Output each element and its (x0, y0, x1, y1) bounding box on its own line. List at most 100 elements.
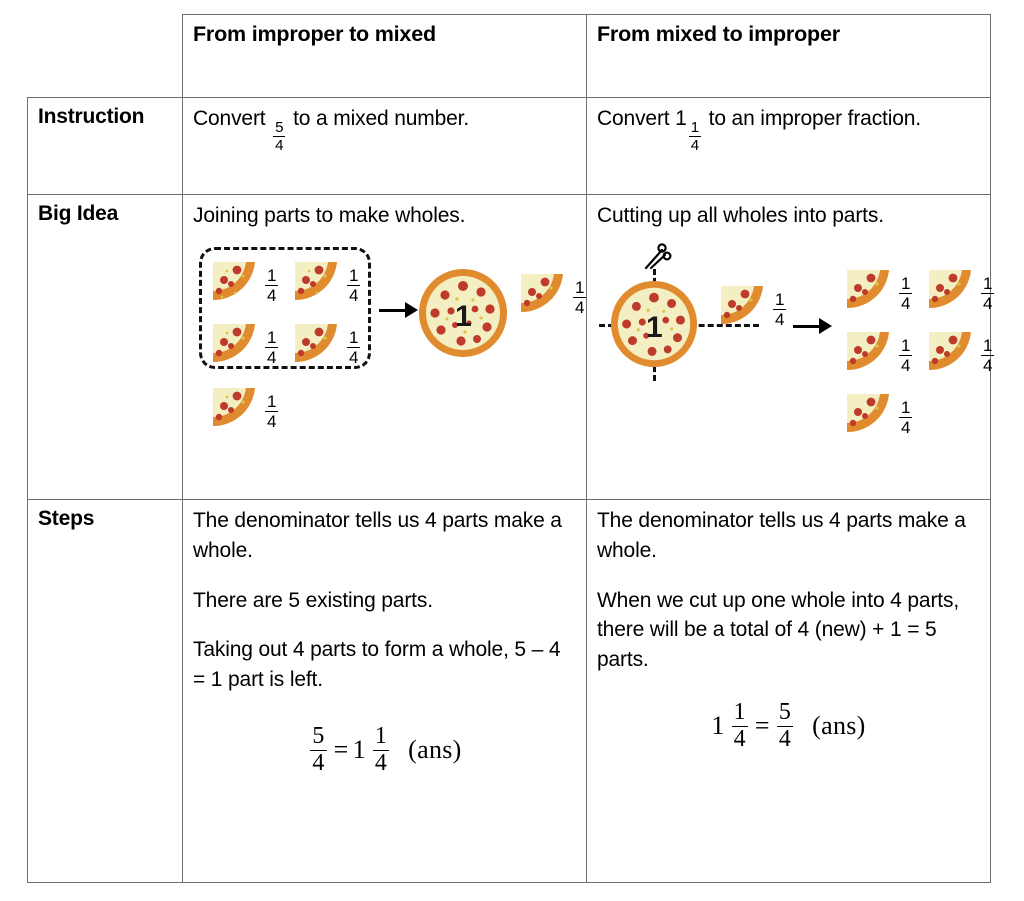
fraction-denominator: 4 (265, 347, 279, 368)
pizza-slice-icon (847, 393, 889, 432)
fraction-numerator: 1 (901, 274, 911, 294)
pizza-slice-result-5: 1 4 (845, 389, 914, 438)
table-header-row: From improper to mixed From mixed to imp… (27, 14, 991, 98)
slice-fraction: 1 4 (265, 393, 279, 430)
fraction-denominator: 4 (265, 285, 279, 306)
instruction-right-text-after: to an improper fraction. (708, 107, 921, 130)
slice-fraction: 1 4 (347, 329, 361, 368)
fraction-denominator: 4 (347, 347, 361, 368)
column-header-improper-to-mixed: From improper to mixed (182, 14, 587, 98)
right-arrow-icon (405, 301, 418, 318)
dashed-group-box (199, 246, 371, 369)
fraction-numerator: 1 (575, 278, 585, 298)
pizza-slice-group-4: 1 4 (293, 319, 362, 368)
diagram-mixed-to-improper: 1 (597, 243, 995, 448)
slice-fraction: 1 4 (899, 336, 913, 374)
whole-pizza-icon (419, 268, 507, 357)
table-row-big-idea: Big Idea Joining parts to make wholes. (27, 194, 995, 500)
pizza-slice-result-3: 1 4 (845, 327, 914, 374)
table-row-instruction: Instruction Convert 5 4 to a mixed numbe… (27, 97, 991, 195)
fraction-numerator: 1 (983, 274, 993, 294)
slice-fraction: 1 4 (899, 399, 913, 438)
table-row-steps: Steps The denominator tells us 4 parts m… (27, 499, 991, 883)
slice-label: 1 4 (897, 265, 914, 312)
pizza-slice-result-2: 1 4 (927, 265, 996, 314)
slice-fraction: 1 4 (265, 328, 279, 368)
pizza-slice-icon (521, 273, 563, 312)
pizza-slice-group-3: 1 4 (211, 319, 280, 368)
equation-lhs-fraction: 5 4 (310, 723, 327, 776)
corner-blank-cell (27, 14, 183, 98)
slice-label: 1 4 (979, 265, 996, 314)
whole-pizza-label: 1 (455, 299, 472, 333)
slice-fraction: 1 4 (265, 266, 279, 306)
whole-pizza-group: 1 (417, 267, 509, 359)
arrow-shaft (793, 324, 821, 328)
equation-annotation: (ans) (408, 735, 462, 765)
pizza-slice-icon (929, 269, 971, 308)
whole-pizza-group: 1 (609, 279, 699, 369)
fraction-numerator: 1 (267, 328, 277, 348)
fraction-numerator: 1 (267, 266, 277, 286)
slice-fraction: 1 4 (347, 266, 361, 306)
whole-pizza-icon (610, 280, 698, 367)
fraction-numerator: 1 (983, 336, 993, 356)
fraction-numerator: 1 (901, 336, 911, 356)
slice-label: 1 4 (897, 389, 914, 438)
pizza-slice-result: 1 4 (519, 269, 588, 316)
instruction-right-cell: Convert 1 1 4 to an improper fraction. (586, 97, 991, 195)
pizza-slice-icon (847, 269, 889, 308)
instruction-right-text-before: Convert (597, 107, 670, 130)
pizza-slice-result-4: 1 4 (927, 327, 996, 376)
instruction-right-fraction: 1 4 (688, 119, 701, 153)
fraction-denominator: 4 (899, 417, 913, 438)
equation-lhs-whole: 1 (711, 711, 725, 741)
steps-left-paragraph-1: The denominator tells us 4 parts make a … (193, 509, 562, 562)
row-label-big-idea: Big Idea (27, 194, 183, 500)
slice-fraction: 1 4 (981, 274, 995, 314)
equation-rhs-fraction: 1 4 (372, 724, 390, 776)
row-label-steps: Steps (27, 499, 183, 883)
fraction-numerator: 1 (733, 699, 746, 726)
column-header-mixed-to-improper: From mixed to improper (586, 14, 991, 98)
slice-label: 1 4 (263, 319, 280, 368)
fraction-denominator: 4 (981, 355, 995, 376)
slice-fraction: 1 4 (981, 336, 995, 376)
steps-left-paragraph-3: Taking out 4 parts to form a whole, 5 – … (193, 638, 561, 692)
fraction-denominator: 4 (981, 293, 995, 314)
fraction-numerator: 1 (349, 266, 359, 286)
slice-label: 1 4 (979, 327, 996, 376)
slice-fraction: 1 4 (773, 291, 787, 328)
steps-left-equation: 5 4 = 1 1 4 (ans) (193, 723, 576, 776)
diagram-improper-to-mixed: 1 4 (193, 243, 587, 448)
pizza-slice-icon (721, 285, 763, 324)
pizza-slice-icon (295, 261, 337, 300)
fraction-numerator: 1 (690, 119, 699, 137)
instruction-left-cell: Convert 5 4 to a mixed number. (182, 97, 587, 195)
scissors-icon (641, 243, 672, 273)
fraction-denominator: 4 (310, 749, 327, 776)
fraction-denominator: 4 (372, 749, 390, 776)
fraction-denominator: 4 (776, 725, 794, 752)
slice-label: 1 4 (263, 383, 280, 430)
instruction-right-whole: 1 (675, 107, 687, 130)
big-idea-right-cell: Cutting up all wholes into parts. (586, 194, 995, 500)
steps-left-paragraph-2: There are 5 existing parts. (193, 588, 433, 612)
steps-right-paragraph-2: When we cut up one whole into 4 parts, t… (597, 588, 960, 672)
slice-fraction: 1 4 (899, 274, 913, 312)
fraction-denominator: 4 (347, 285, 361, 306)
slice-label: 1 4 (771, 281, 788, 328)
fraction-numerator: 5 (312, 723, 325, 750)
whole-pizza-label: 1 (646, 310, 663, 344)
slice-label: 1 4 (345, 319, 362, 368)
instruction-left-text-after: to a mixed number. (293, 107, 470, 130)
pizza-slice-result-1: 1 4 (845, 265, 914, 312)
fraction-denominator: 4 (273, 136, 286, 155)
slice-label: 1 4 (345, 257, 362, 306)
pizza-slice-group-2: 1 4 (293, 257, 362, 306)
pizza-slice-mixed-part: 1 4 (719, 281, 788, 328)
pizza-slice-leftover: 1 4 (211, 383, 280, 430)
scissors-glyph (644, 243, 672, 269)
pizza-slice-icon (213, 387, 255, 426)
